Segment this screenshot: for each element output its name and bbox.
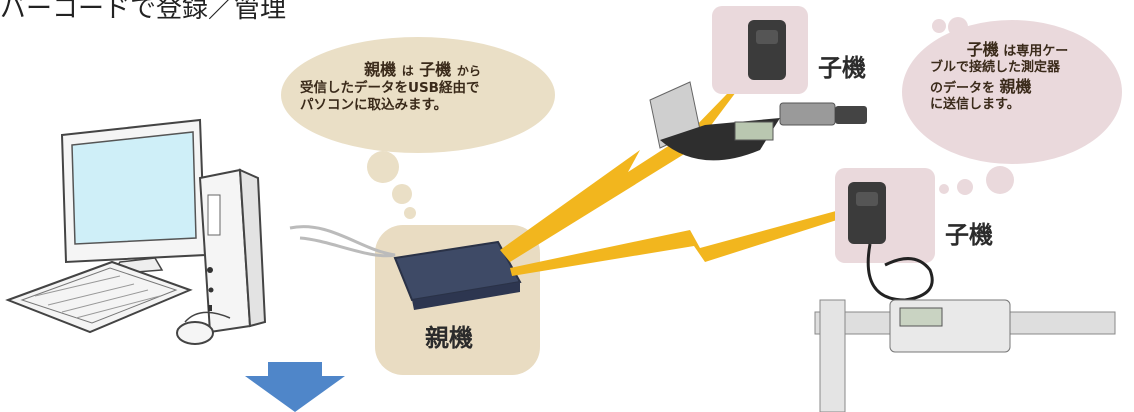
parent-bubble-particle-kara: から [456,64,481,78]
child-bubble-line1-rest: は専用ケー [1003,44,1069,59]
page-header-title: バーコードで登録／管理 [0,0,287,24]
parent-bubble-line2: 受信したデータをUSB経由で [300,80,480,96]
parent-bubble-line3: パソコンに取込みます。 [300,96,448,113]
micrometer [649,81,867,161]
child-bubble-line4: に送信します。 [930,96,1020,112]
caliper [814,299,1116,412]
parent-bubble-particle-ha: は [401,64,414,78]
desktop-computer [5,118,267,345]
child-speech-bubble [902,17,1122,195]
parent-bubble-text: 親機 は 子機 から 受信したデータをUSB経由で パソコンに取込みます。 [300,60,545,114]
down-arrow-icon [245,362,345,412]
parent-speech-bubble [281,37,555,219]
child-unit-bottom-label: 子機 [945,221,993,249]
parent-term: 親機 [999,76,1032,96]
parent-unit-panel [289,225,540,375]
parent-unit-label: 親機 [425,324,473,352]
child-term: 子機 [419,60,452,79]
child-unit-top-panel [712,6,808,94]
child-bubble-line3-start: のデータを [930,80,996,96]
child-term: 子機 [966,40,999,59]
child-bubble-text: 子機 は専用ケー ブルで接続した測定器 のデータを 親機 に送信します。 [930,40,1105,113]
wireless-signal-top [500,60,760,262]
child-unit-top-label: 子機 [818,54,866,82]
child-bubble-line2: ブルで接続した測定器 [930,60,1061,76]
parent-term: 親機 [364,60,397,79]
child-unit-bottom-panel [835,168,935,302]
wireless-signal-bottom [510,205,862,276]
